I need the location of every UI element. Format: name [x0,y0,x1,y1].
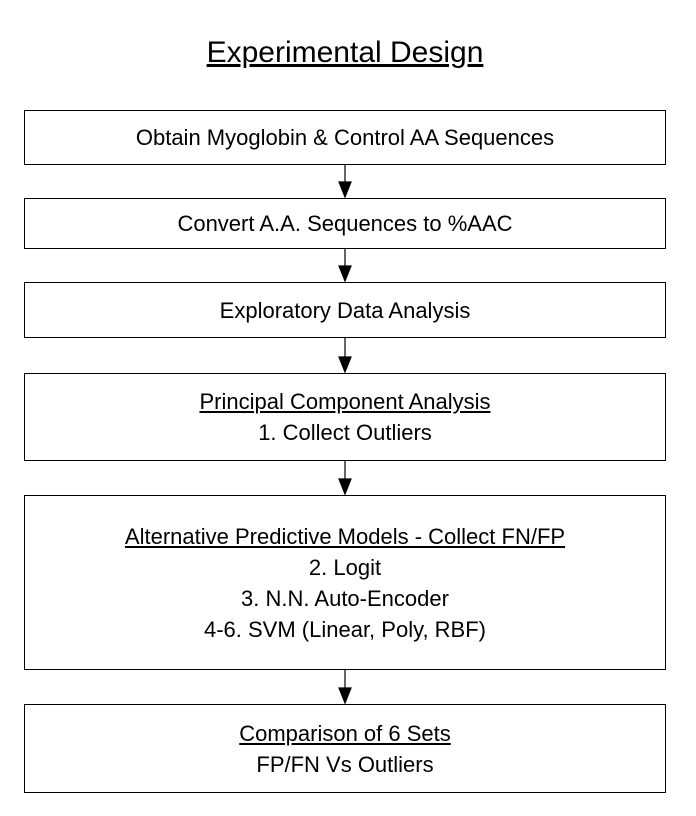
step-text: 2. Logit [308,554,382,580]
step-heading: Alternative Predictive Models - Collect … [124,523,566,549]
step-text: Convert A.A. Sequences to %AAC [177,211,513,236]
step-heading: Principal Component Analysis [199,389,491,414]
step-box-obtain-sequences: Obtain Myoglobin & Control AA Sequences [24,110,666,165]
step-box-exploratory-analysis: Exploratory Data Analysis [24,282,666,338]
arrow-2-to-3 [338,249,352,283]
step-text: 4-6. SVM (Linear, Poly, RBF) [203,616,486,642]
step-box-predictive-models: Alternative Predictive Models - Collect … [24,495,666,670]
step-text: 1. Collect Outliers [258,420,432,445]
step-box-comparison: Comparison of 6 Sets FP/FN Vs Outliers [24,704,666,793]
arrow-3-to-4 [338,338,352,374]
arrow-4-to-5 [338,461,352,496]
step-text: Exploratory Data Analysis [219,297,471,323]
arrow-5-to-6 [338,670,352,705]
step-box-convert-aac: Convert A.A. Sequences to %AAC [24,198,666,249]
step-text: 3. N.N. Auto-Encoder [241,585,449,611]
step-box-pca: Principal Component Analysis 1. Collect … [24,373,666,461]
step-text: Obtain Myoglobin & Control AA Sequences [135,125,555,150]
arrow-1-to-2 [338,165,352,199]
step-heading: Comparison of 6 Sets [239,720,451,746]
diagram-title: Experimental Design [206,36,484,69]
step-text: FP/FN Vs Outliers [256,751,434,777]
